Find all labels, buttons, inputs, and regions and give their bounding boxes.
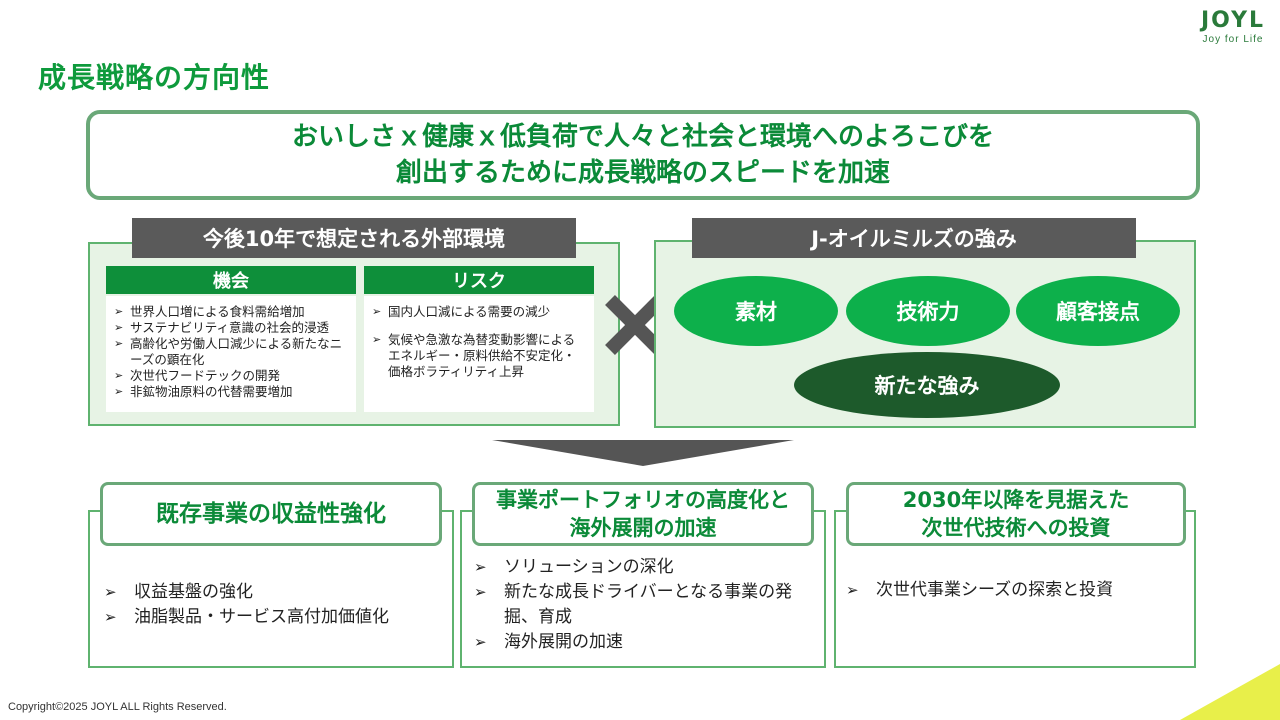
list-item: 海外展開の加速	[474, 630, 814, 655]
opportunities-heading: 機会	[106, 266, 356, 294]
headline-box: おいしさｘ健康ｘ低負荷で人々と社会と環境へのよろこびを 創出するために成長戦略の…	[86, 110, 1200, 200]
joyl-logo: JOYL Joy for Life	[1196, 8, 1270, 60]
strategy-title-line: 次世代技術への投資	[921, 516, 1111, 540]
logo-word: JOYL	[1200, 8, 1266, 33]
page-title: 成長戦略の方向性	[38, 61, 271, 94]
headline-line-2: 創出するために成長戦略のスピードを加速	[395, 158, 890, 188]
list-item: 世界人口増による食料需給増加	[114, 304, 348, 320]
list-item: 非鉱物油原料の代替需要増加	[114, 384, 348, 400]
strategy-title-line: 2030年以降を見据えた	[902, 488, 1130, 512]
list-item: 次世代フードテックの開発	[114, 368, 348, 384]
strategy-title-line: 既存事業の収益性強化	[156, 501, 386, 527]
risks-list: 国内人口減による需要の減少 気候や急激な為替変動影響によるエネルギー・原料供給不…	[364, 296, 594, 412]
strength-technology: 技術力	[846, 276, 1010, 346]
list-item: 気候や急激な為替変動影響によるエネルギー・原料供給不安定化・価格ボラティリティ上…	[372, 332, 586, 380]
strategy-list-2: ソリューションの深化 新たな成長ドライバーとなる事業の発掘、育成 海外展開の加速	[474, 555, 814, 655]
strength-new: 新たな強み	[794, 352, 1060, 418]
logo-tagline: Joy for Life	[1202, 34, 1264, 45]
headline-line-1: おいしさｘ健康ｘ低負荷で人々と社会と環境へのよろこびを	[291, 122, 994, 152]
strategy-title-line: 海外展開の加速	[569, 516, 717, 540]
strategy-title-3: 2030年以降を見据えた 次世代技術への投資	[846, 482, 1186, 546]
strategy-list-1: 収益基盤の強化 油脂製品・サービス高付加価値化	[104, 580, 444, 630]
list-item: 油脂製品・サービス高付加価値化	[104, 605, 444, 630]
strategy-title-1: 既存事業の収益性強化	[100, 482, 442, 546]
strategy-title-2: 事業ポートフォリオの高度化と 海外展開の加速	[472, 482, 814, 546]
list-item: 収益基盤の強化	[104, 580, 444, 605]
list-item: 次世代事業シーズの探索と投資	[846, 578, 1186, 603]
strength-customer-contact: 顧客接点	[1016, 276, 1180, 346]
copyright-text: Copyright©2025 JOYL ALL Rights Reserved.	[8, 701, 227, 713]
strategy-list-3: 次世代事業シーズの探索と投資	[846, 578, 1186, 603]
list-item: 高齢化や労働人口減少による新たなニーズの顕在化	[114, 336, 348, 368]
strategy-title-line: 事業ポートフォリオの高度化と	[496, 488, 790, 512]
list-item: サステナビリティ意識の社会的浸透	[114, 320, 348, 336]
list-item: 新たな成長ドライバーとなる事業の発掘、育成	[474, 580, 814, 630]
cross-mark-icon	[605, 295, 665, 355]
strengths-title: J-オイルミルズの強み	[692, 218, 1136, 258]
opportunities-list: 世界人口増による食料需給増加 サステナビリティ意識の社会的浸透 高齢化や労働人口…	[106, 296, 356, 412]
list-item: 国内人口減による需要の減少	[372, 304, 586, 320]
external-environment-title: 今後10年で想定される外部環境	[132, 218, 576, 258]
strength-materials: 素材	[674, 276, 838, 346]
down-arrow-icon	[492, 440, 794, 466]
corner-accent-shape	[1180, 664, 1280, 720]
risks-heading: リスク	[364, 266, 594, 294]
list-item: ソリューションの深化	[474, 555, 814, 580]
